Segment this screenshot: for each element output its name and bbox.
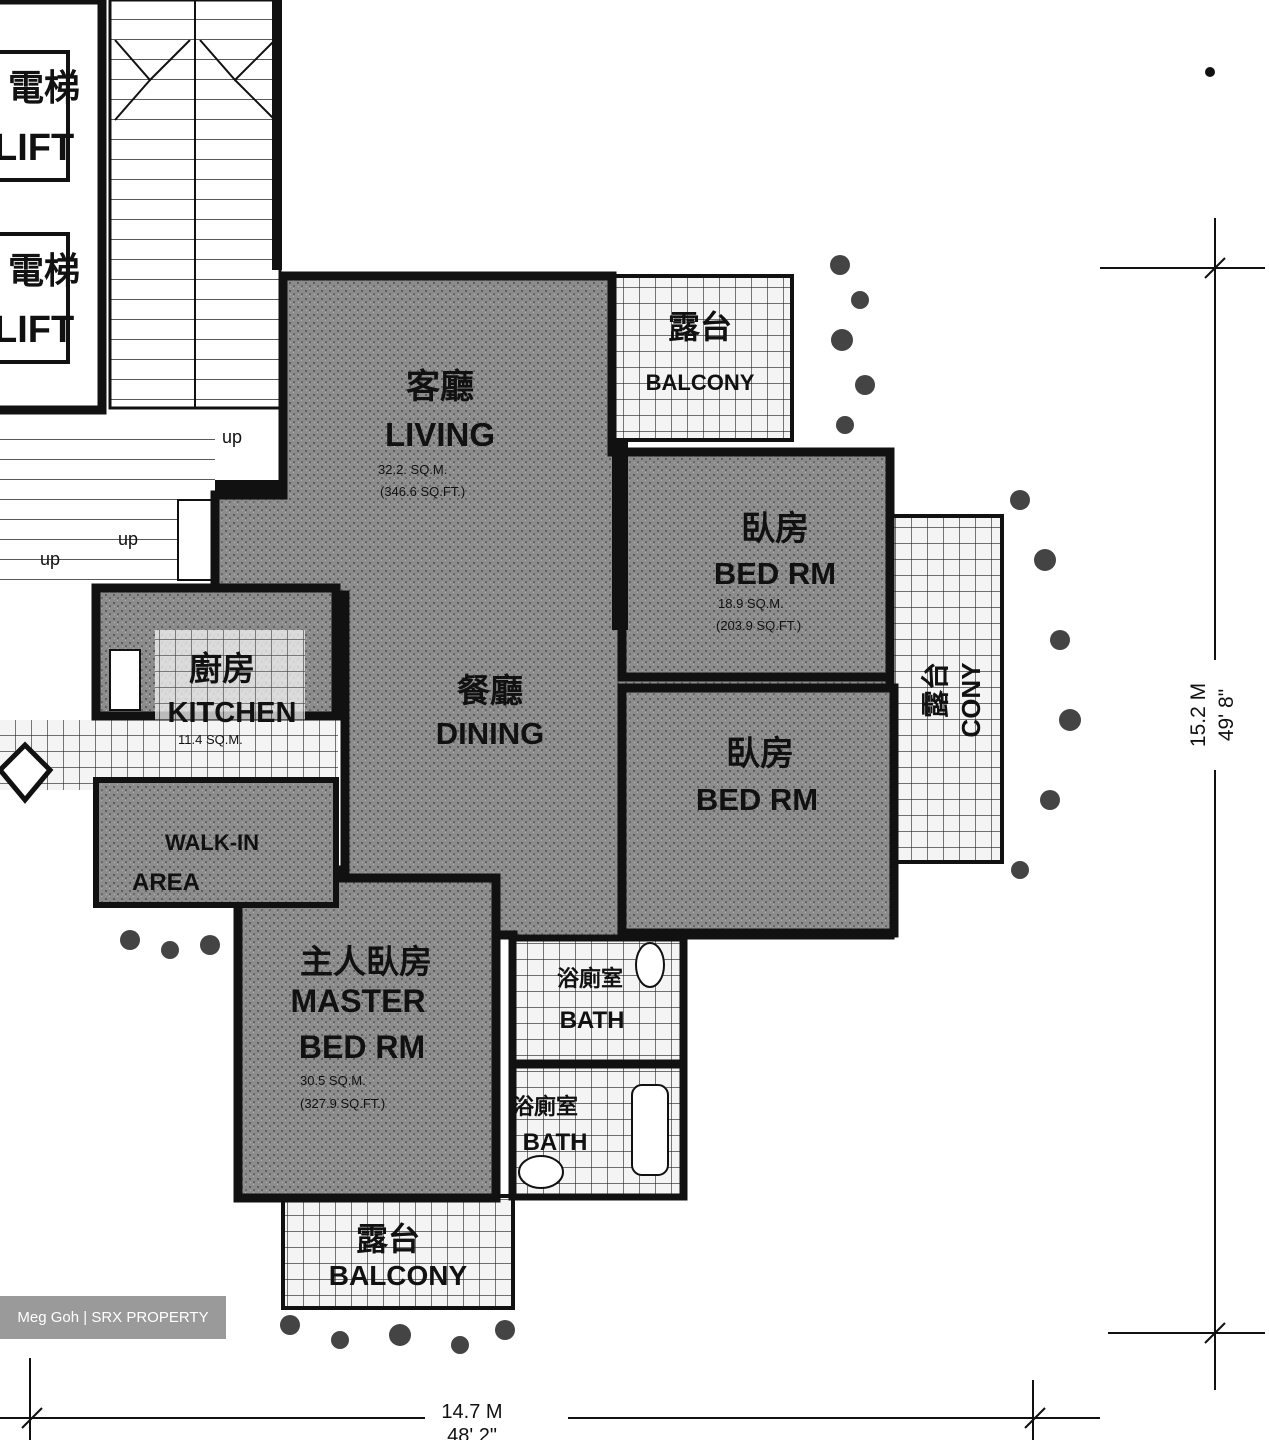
stair-up-label-3: up [40,549,60,569]
walk-in-area [93,777,339,908]
balcony-bottom [281,1194,515,1310]
basin [518,1155,564,1189]
living-label-cn: 客廳 [406,367,474,407]
master-area-sqm: 30.5 SQ.M. [300,1073,366,1088]
lift-2 [0,232,70,364]
marker-dot [1205,67,1215,77]
lift-1-label-cn: 電梯 [8,68,80,109]
master-label-en-1: MASTER [290,983,425,1019]
lift-1 [0,50,70,182]
dining-label-en: DINING [436,716,545,751]
living-area-sqm: 32.2. SQ.M. [378,462,447,477]
living-area-sqft: (346.6 SQ.FT.) [380,484,465,499]
stair-up-label-1: up [222,427,242,447]
plants [120,255,1081,1354]
bath-1-label-en: BATH [560,1007,625,1034]
watermark: Meg Goh | SRX PROPERTY [0,1296,226,1339]
stove [109,649,141,711]
balcony-top-label-en: BALCONY [646,370,755,395]
balcony-top-label-cn: 露台 [668,308,732,346]
lift-core [0,0,285,585]
walk-in-label-1: WALK-IN [165,830,259,855]
dimension-vertical-m: 15.2 M [1187,683,1210,747]
dimension-horizontal-ft: 48' 2" [447,1425,497,1440]
kitchen-label-en: KITCHEN [168,697,297,729]
walk-in-label-2: AREA [132,869,200,896]
lift-1-label-en: LIFT [0,127,74,169]
stair-up-label-2: up [118,529,138,549]
bathtub-1 [635,942,665,988]
bath-1-label-cn: 浴廁室 [557,966,623,992]
dimension-horizontal-m: 14.7 M [441,1401,502,1423]
balcony-top [610,274,794,442]
living-label-en: LIVING [385,416,495,453]
kitchen-area-sqm: 11.4 SQ.M. [178,732,243,747]
bedroom-1-label-cn: 臥房 [741,509,809,549]
bedroom-1-area-sqft: (203.9 SQ.FT.) [716,618,801,633]
lift-2-label-cn: 電梯 [8,251,80,292]
balcony-right [888,514,1004,864]
bath-2-label-en: BATH [523,1129,588,1156]
lift-2-label-en: LIFT [0,309,74,351]
kitchen-label-cn: 廚房 [189,649,255,688]
bathtub-2 [631,1084,669,1176]
bath-2-label-cn: 浴廁室 [512,1094,578,1120]
dimension-vertical-ft: 49' 8" [1215,689,1238,741]
master-label-en-2: BED RM [299,1029,425,1065]
bedroom-2-label-cn: 臥房 [726,734,794,774]
master-bedroom [233,873,501,1203]
balcony-right-label-en: CONY [956,662,986,737]
master-label-cn: 主人臥房 [300,942,432,981]
bedroom-1-label-en: BED RM [714,556,836,591]
master-area-sqft: (327.9 SQ.FT.) [300,1096,385,1111]
dimension-horizontal [0,1358,1100,1440]
balcony-bottom-label-cn: 露台 [356,1220,420,1258]
bedroom-2 [617,683,899,938]
dining-label-cn: 餐廳 [457,671,523,710]
dimension-vertical [1100,218,1265,1390]
bedroom-1 [617,447,895,682]
bedroom-2-label-en: BED RM [696,782,818,817]
balcony-bottom-label-en: BALCONY [329,1260,468,1291]
balcony-right-label-cn: 露台 [919,662,952,718]
column-marker [0,741,54,804]
bedroom-1-area-sqm: 18.9 SQ.M. [718,596,784,611]
